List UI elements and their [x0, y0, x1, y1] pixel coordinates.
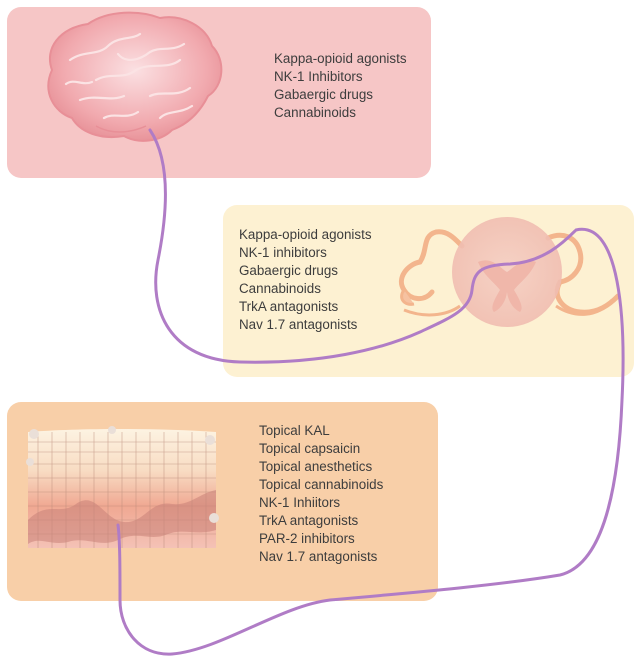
- spinal-drug-item: Kappa-opioid agonists: [239, 226, 372, 244]
- skin-drug-item: Topical capsaicin: [259, 440, 383, 458]
- skin-drug-item: Topical cannabinoids: [259, 476, 383, 494]
- spinal-cord-drug-list: Kappa-opioid agonists NK-1 inhibitors Ga…: [239, 226, 372, 334]
- spinal-drug-item: TrkA antagonists: [239, 298, 372, 316]
- skin-drug-list: Topical KAL Topical capsaicin Topical an…: [259, 422, 383, 566]
- skin-drug-item: TrkA antagonists: [259, 512, 383, 530]
- spinal-drug-item: Gabaergic drugs: [239, 262, 372, 280]
- nerve-pathway-line: [118, 130, 623, 654]
- spinal-drug-item: Cannabinoids: [239, 280, 372, 298]
- brain-drug-item: NK-1 Inhibitors: [274, 68, 407, 86]
- skin-drug-item: Topical anesthetics: [259, 458, 383, 476]
- brain-drug-item: Kappa-opioid agonists: [274, 50, 407, 68]
- spinal-cord-cross-section-icon: [401, 217, 618, 327]
- brain-drug-item: Gabaergic drugs: [274, 86, 407, 104]
- spinal-drug-item: NK-1 inhibitors: [239, 244, 372, 262]
- skin-drug-item: NK-1 Inhiitors: [259, 494, 383, 512]
- brain-drug-list: Kappa-opioid agonists NK-1 Inhibitors Ga…: [274, 50, 407, 122]
- skin-drug-item: Topical KAL: [259, 422, 383, 440]
- spinal-drug-item: Nav 1.7 antagonists: [239, 316, 372, 334]
- skin-drug-item: Nav 1.7 antagonists: [259, 548, 383, 566]
- skin-layers-icon: [26, 426, 219, 548]
- brain-icon: [48, 13, 221, 141]
- skin-drug-item: PAR-2 inhibitors: [259, 530, 383, 548]
- brain-drug-item: Cannabinoids: [274, 104, 407, 122]
